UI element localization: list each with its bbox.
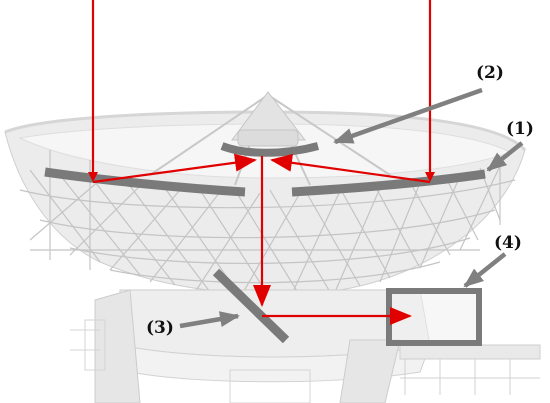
pointer-4 (463, 252, 507, 288)
label-tertiary-mirror: (3) (146, 318, 174, 338)
subreflector (220, 142, 320, 157)
pointer-2 (333, 87, 483, 145)
reflected-ray-right (270, 153, 431, 184)
pedestal-details (70, 319, 311, 403)
optical-components (44, 142, 486, 346)
reflected-ray-left (92, 153, 257, 184)
antenna-structure (4, 91, 541, 403)
pointer-3 (179, 311, 240, 329)
platform (399, 344, 541, 360)
yoke-right (339, 339, 401, 403)
ray-paths (88, 0, 435, 325)
platform-rails (400, 359, 540, 395)
callout-pointers (179, 87, 524, 329)
apex-hub (237, 129, 299, 147)
label-subreflector: (2) (476, 63, 504, 83)
yoke-left (94, 289, 141, 403)
tertiary-mirror (212, 268, 290, 344)
main-reflector-right (291, 169, 486, 197)
label-main-reflector: (1) (506, 119, 534, 139)
pointer-1 (486, 141, 524, 172)
main-reflector-left (44, 167, 246, 197)
label-receiver: (4) (494, 233, 522, 253)
